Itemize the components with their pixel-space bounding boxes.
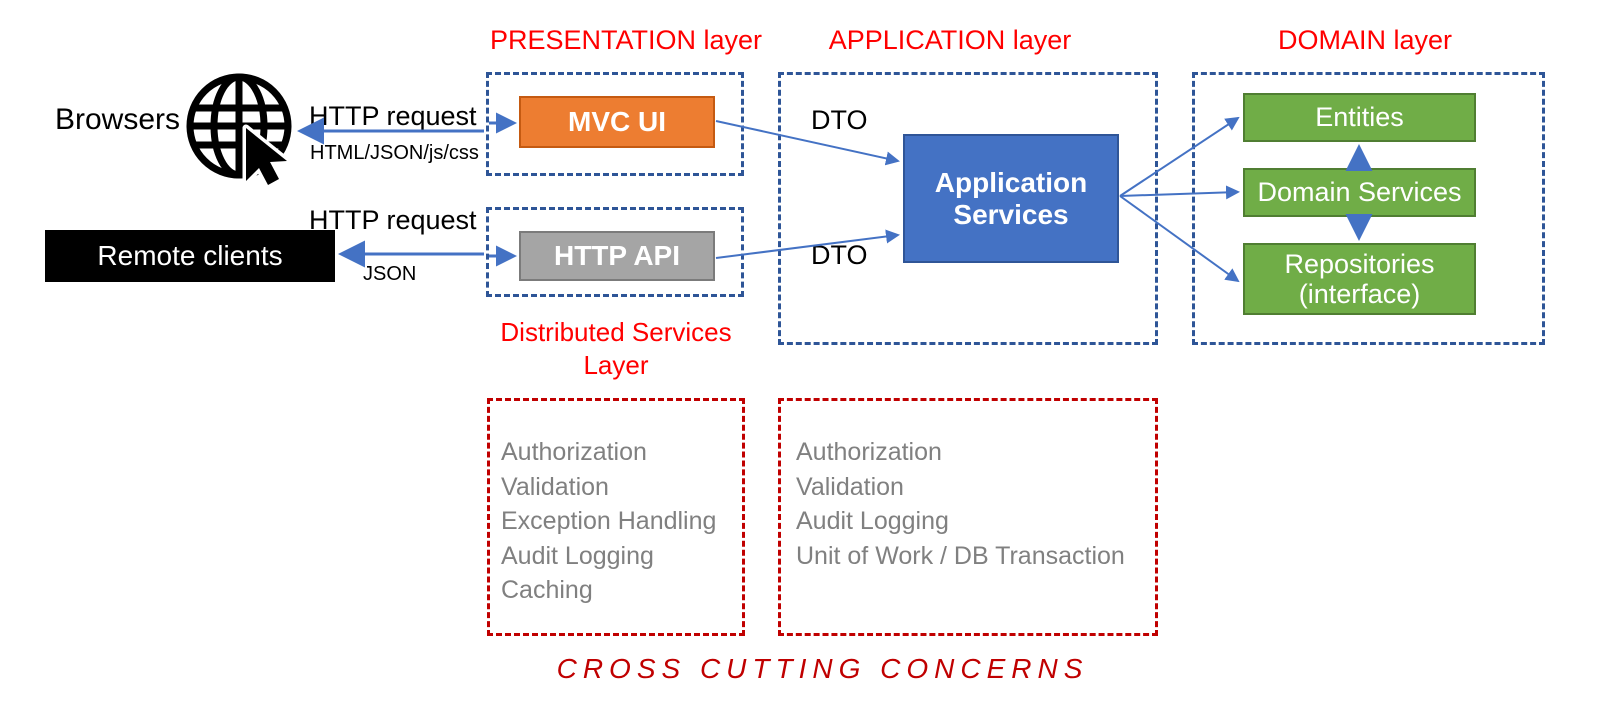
list-item: Authorization xyxy=(501,438,647,466)
list-item: Validation xyxy=(796,472,904,501)
http-api-box: HTTP API xyxy=(519,231,715,281)
repositories-box: Repositories (interface) xyxy=(1243,243,1476,315)
globe-cursor-icon xyxy=(186,66,298,189)
application-services-label-line1: Application xyxy=(934,167,1088,199)
distributed-services-caption-line1: Distributed Services xyxy=(500,317,732,347)
dto-top-label: DTO xyxy=(811,105,868,135)
distributed-services-caption: Distributed Services Layer xyxy=(487,316,745,381)
repositories-label-line2: (interface) xyxy=(1298,279,1421,309)
distributed-services-concerns-box xyxy=(487,398,745,636)
domain-layer-caption: DOMAIN layer xyxy=(1277,25,1453,55)
application-layer-caption: APPLICATION layer xyxy=(828,25,1072,55)
distributed-services-caption-line2: Layer xyxy=(583,349,649,380)
http-response-bottom-label: JSON xyxy=(363,263,417,285)
http-api-label: HTTP API xyxy=(553,240,680,272)
list-item: Exception Handling xyxy=(501,507,717,535)
repositories-label-line1: Repositories xyxy=(1284,248,1435,279)
dto-bottom-label: DTO xyxy=(811,240,868,270)
list-item: Unit of Work / DB Transaction xyxy=(796,541,1125,570)
list-item: Authorization xyxy=(796,438,942,466)
http-response-top-label: HTML/JSON/js/css xyxy=(310,142,479,164)
entities-box: Entities xyxy=(1243,93,1476,142)
list-item: Audit Logging xyxy=(501,541,654,570)
cross-cutting-concerns-title: CROSS CUTTING CONCERNS xyxy=(556,653,1089,684)
http-request-bottom-label: HTTP request xyxy=(309,205,477,235)
application-services-box: Application Services xyxy=(903,134,1119,263)
browsers-label: Browsers xyxy=(55,103,181,136)
entities-label: Entities xyxy=(1315,102,1404,133)
mvc-ui-label: MVC UI xyxy=(568,106,666,138)
list-item: Validation xyxy=(501,472,609,501)
distributed-services-concerns-list: Authorization Validation Exception Handl… xyxy=(501,435,716,608)
http-request-top-label: HTTP request xyxy=(309,101,477,131)
application-concerns-list: Authorization Validation Audit Logging U… xyxy=(796,435,1125,573)
domain-services-label: Domain Services xyxy=(1257,177,1462,208)
domain-services-box: Domain Services xyxy=(1243,168,1476,217)
remote-clients-label: Remote clients xyxy=(97,240,283,272)
application-services-label-line2: Services xyxy=(953,198,1069,230)
presentation-layer-caption: PRESENTATION layer xyxy=(490,25,763,55)
application-concerns-box xyxy=(778,398,1158,636)
list-item: Caching xyxy=(501,576,593,604)
mvc-ui-box: MVC UI xyxy=(519,96,715,148)
remote-clients-box: Remote clients xyxy=(45,230,335,282)
list-item: Audit Logging xyxy=(796,507,949,535)
